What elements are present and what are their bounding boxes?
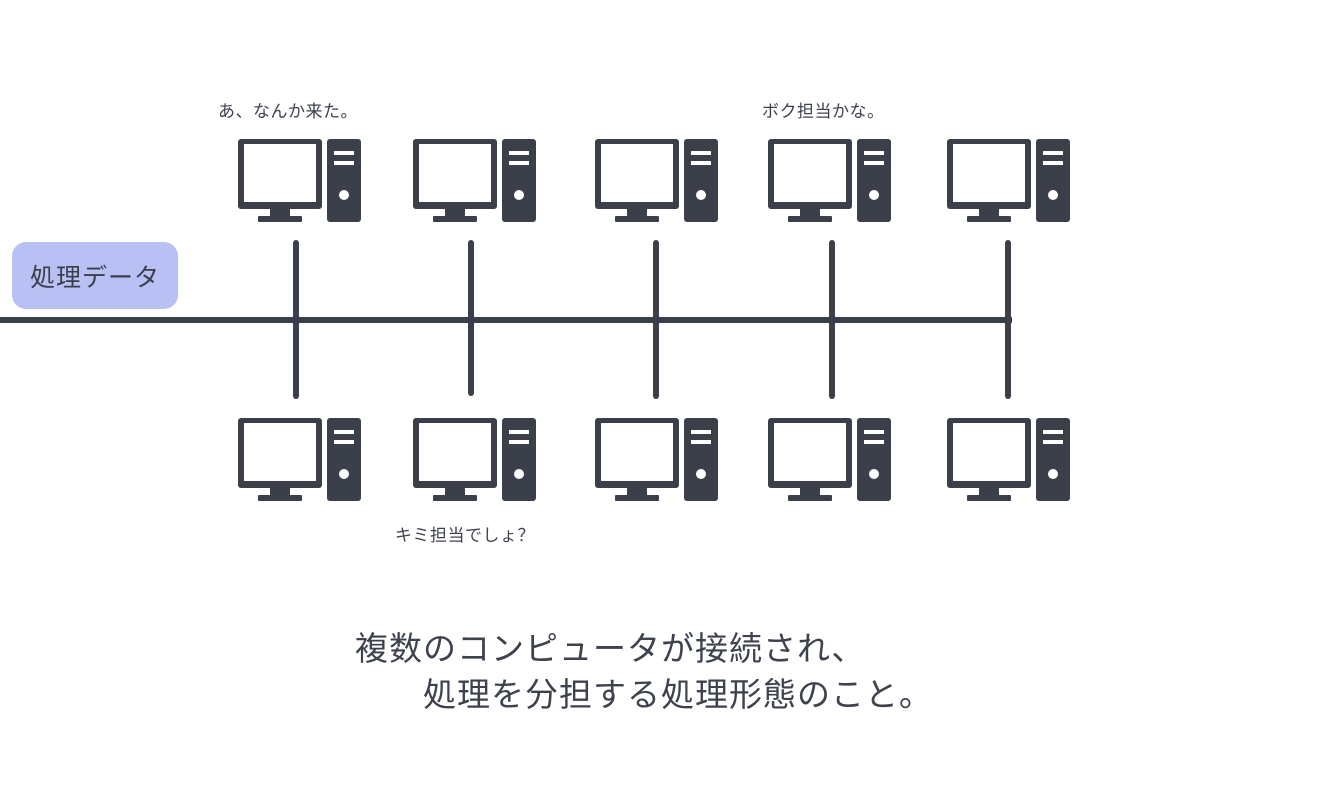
- speech-bottom: キミ担当でしょ？: [395, 526, 535, 546]
- desktop-computer-icon: [768, 139, 891, 222]
- desktop-computer-icon: [238, 418, 361, 501]
- desktop-computer-icon: [947, 139, 1070, 222]
- caption-line-1: 複数のコンピュータが接続され、: [355, 629, 866, 668]
- speech-top-left: あ、なんか来た。: [218, 102, 358, 122]
- desktop-computer-icon: [947, 418, 1070, 501]
- desktop-computer-icon: [413, 418, 536, 501]
- caption-line-2: 処理を分担する処理形態のこと。: [423, 675, 933, 714]
- speech-top-right: ボク担当かな。: [762, 102, 885, 122]
- desktop-computer-icon: [595, 418, 718, 501]
- desktop-computer-icon: [413, 139, 536, 222]
- processing-data-label: 処理データ: [12, 242, 178, 309]
- desktop-computer-icon: [595, 139, 718, 222]
- desktop-computer-icon: [768, 418, 891, 501]
- processing-data-text: 処理データ: [29, 262, 160, 292]
- desktop-computer-icon: [238, 139, 361, 222]
